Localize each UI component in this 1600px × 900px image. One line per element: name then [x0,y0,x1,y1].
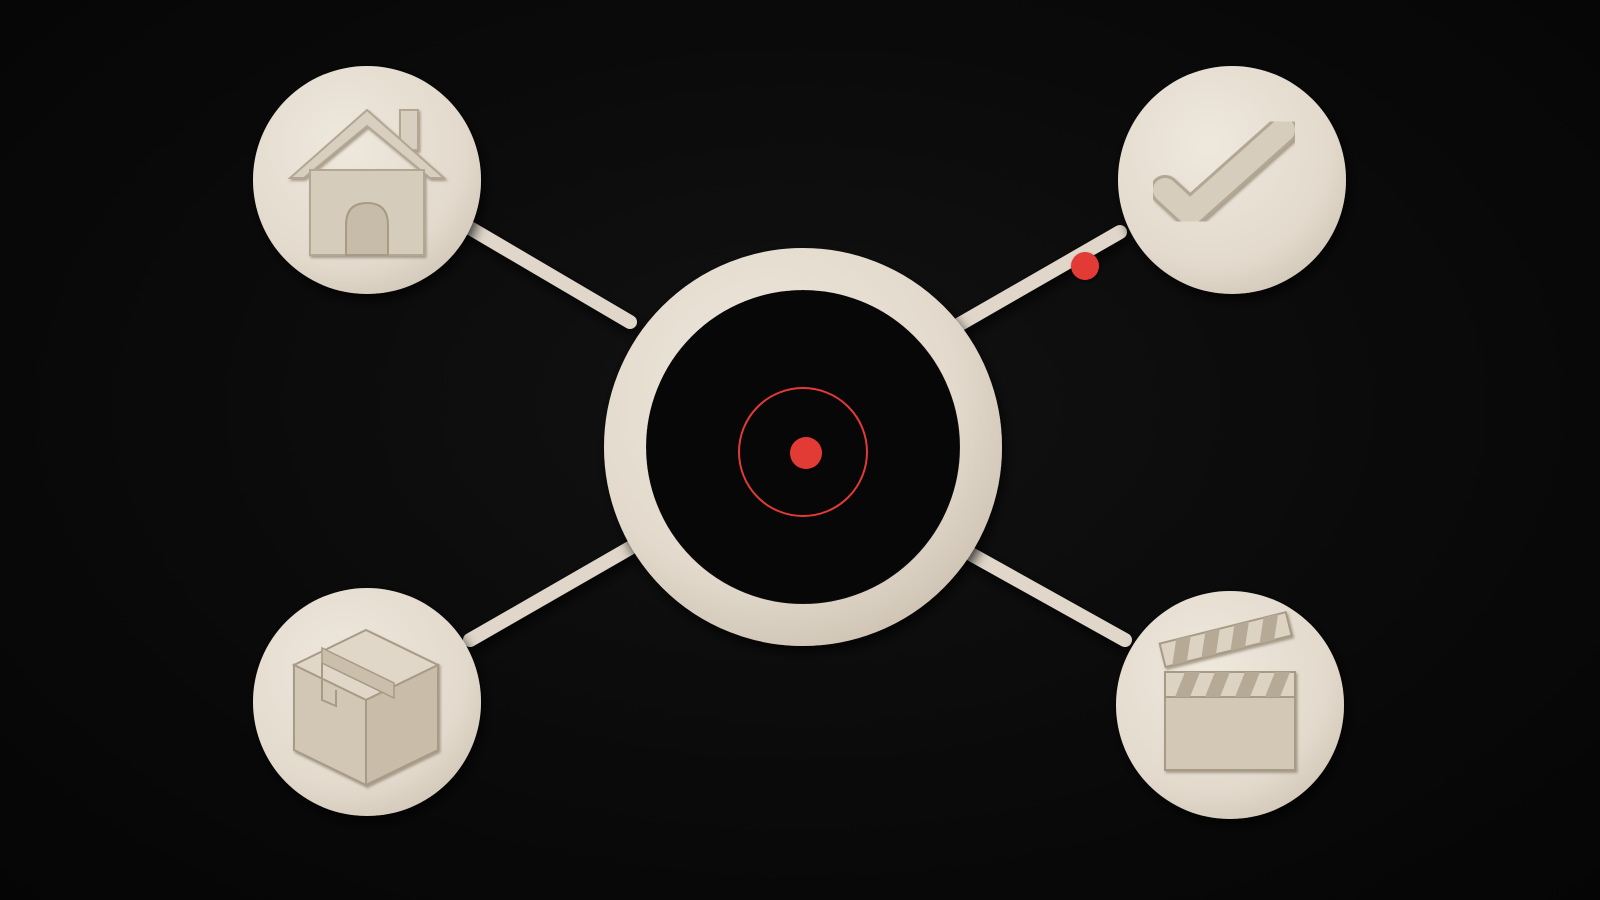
node-home[interactable] [253,66,481,294]
node-package[interactable] [253,588,481,816]
connector-package [463,541,637,647]
hub[interactable] [604,248,1002,646]
connector-home [463,221,637,329]
clapperboard-icon [1158,610,1296,771]
checkmark-icon [1150,115,1298,228]
node-check[interactable] [1118,66,1346,294]
connector-check [953,225,1127,331]
node-film[interactable] [1116,591,1344,819]
house-icon [287,108,447,256]
red-dot-icon [1071,252,1099,280]
target-icon [738,387,868,517]
connector-film [953,541,1132,647]
hub-ring [604,248,1002,646]
box-icon [291,628,441,787]
connectors [463,221,1132,647]
